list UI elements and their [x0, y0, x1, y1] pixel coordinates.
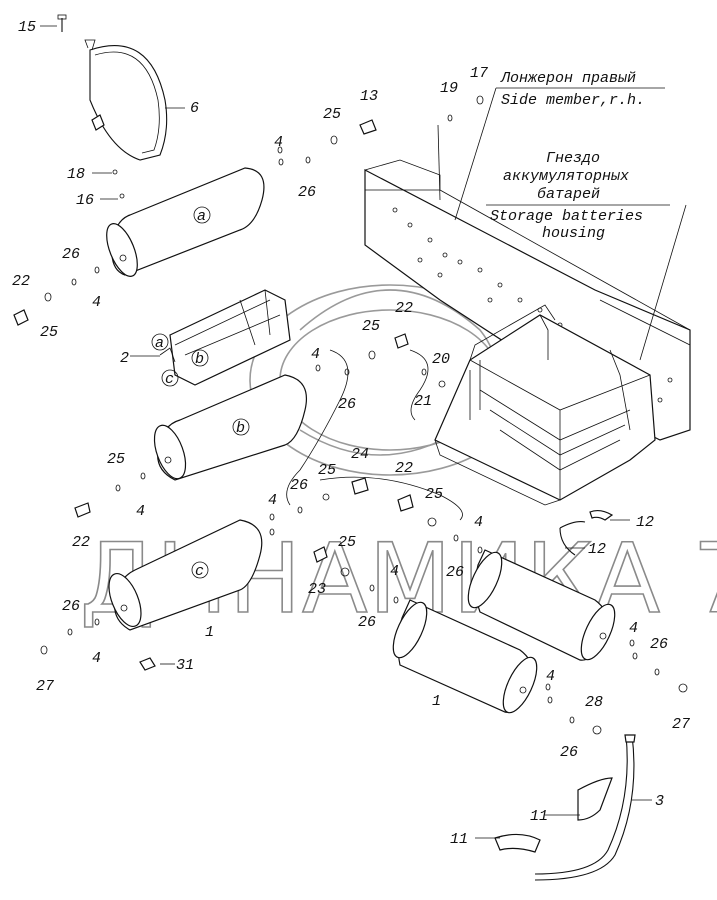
callout-26: 26	[446, 564, 464, 581]
callout-25: 25	[338, 534, 356, 551]
callout-25: 25	[323, 106, 341, 123]
marker-a-tank: a	[197, 208, 206, 225]
callout-16: 16	[76, 192, 94, 209]
callout-31: 31	[176, 657, 194, 674]
battery-housing	[434, 304, 656, 506]
callouts: 15 6 18 16 4 25 13 26 19 17 26 4 22 25 2…	[12, 19, 690, 848]
callout-26: 26	[62, 598, 80, 615]
battery-en-1: Storage batteries	[490, 208, 643, 225]
callout-21: 21	[414, 393, 432, 410]
marker-c-bracket: c	[165, 371, 174, 388]
callout-15: 15	[18, 19, 36, 36]
callout-26: 26	[358, 614, 376, 631]
callout-4: 4	[474, 514, 483, 531]
battery-housing-label: Гнездо аккумуляторных батарей Storage ba…	[490, 150, 643, 242]
callout-4: 4	[311, 346, 320, 363]
callout-26: 26	[298, 184, 316, 201]
callout-11: 11	[530, 808, 548, 825]
callout-6: 6	[190, 100, 199, 117]
callout-12: 12	[636, 514, 654, 531]
callout-22: 22	[72, 534, 90, 551]
callout-22: 22	[395, 300, 413, 317]
air-tank-a: a	[106, 167, 265, 277]
callout-4: 4	[136, 503, 145, 520]
callout-18: 18	[67, 166, 85, 183]
callout-25: 25	[40, 324, 58, 341]
pad-12	[559, 509, 614, 556]
marker-b-tank: b	[236, 420, 245, 437]
bracket-2: a b c	[151, 289, 291, 388]
callout-25: 25	[425, 486, 443, 503]
callout-25: 25	[318, 462, 336, 479]
callout-19: 19	[440, 80, 458, 97]
air-tank-c: c	[108, 519, 263, 631]
callout-23: 23	[308, 581, 326, 598]
side-member-label: Лонжерон правый Side member,r.h.	[500, 70, 645, 109]
side-member-en: Side member,r.h.	[501, 92, 645, 109]
callout-4: 4	[629, 620, 638, 637]
callout-1: 1	[432, 693, 441, 710]
callout-2: 2	[120, 350, 129, 367]
marker-c-tank: c	[195, 563, 204, 580]
callout-27: 27	[672, 716, 690, 733]
callout-25: 25	[362, 318, 380, 335]
callout-11: 11	[450, 831, 468, 848]
callout-26: 26	[650, 636, 668, 653]
battery-ru-2: аккумуляторных	[503, 168, 629, 185]
callout-26: 26	[290, 477, 308, 494]
callout-27: 27	[36, 678, 54, 695]
marker-b-bracket: b	[195, 351, 204, 368]
callout-4: 4	[274, 134, 283, 151]
callout-4: 4	[390, 563, 399, 580]
callout-4: 4	[268, 492, 277, 509]
callout-1: 1	[205, 624, 214, 641]
callout-12: 12	[588, 541, 606, 558]
leader-lines	[40, 25, 687, 839]
callout-26: 26	[560, 744, 578, 761]
fittings	[13, 14, 688, 735]
air-tank-1-upper	[467, 549, 616, 661]
battery-en-2: housing	[542, 225, 605, 242]
battery-ru-1: Гнездо	[546, 150, 600, 167]
air-tank-b: b	[153, 374, 307, 481]
callout-4: 4	[546, 668, 555, 685]
strap-6	[84, 39, 168, 161]
callout-26: 26	[338, 396, 356, 413]
callout-22: 22	[395, 460, 413, 477]
pad-11	[494, 777, 613, 853]
callout-20: 20	[432, 351, 450, 368]
side-member-ru: Лонжерон правый	[500, 70, 636, 87]
strap-3	[534, 734, 636, 881]
callout-4: 4	[92, 294, 101, 311]
callout-3: 3	[655, 793, 664, 810]
callout-28: 28	[585, 694, 603, 711]
callout-13: 13	[360, 88, 378, 105]
callout-24: 24	[351, 446, 369, 463]
callout-25: 25	[107, 451, 125, 468]
battery-ru-3: батарей	[537, 186, 600, 203]
marker-a-bracket: a	[155, 335, 164, 352]
callout-22: 22	[12, 273, 30, 290]
callout-17: 17	[470, 65, 488, 82]
callout-4: 4	[92, 650, 101, 667]
callout-26: 26	[62, 246, 80, 263]
air-tank-1-lower	[392, 599, 538, 714]
